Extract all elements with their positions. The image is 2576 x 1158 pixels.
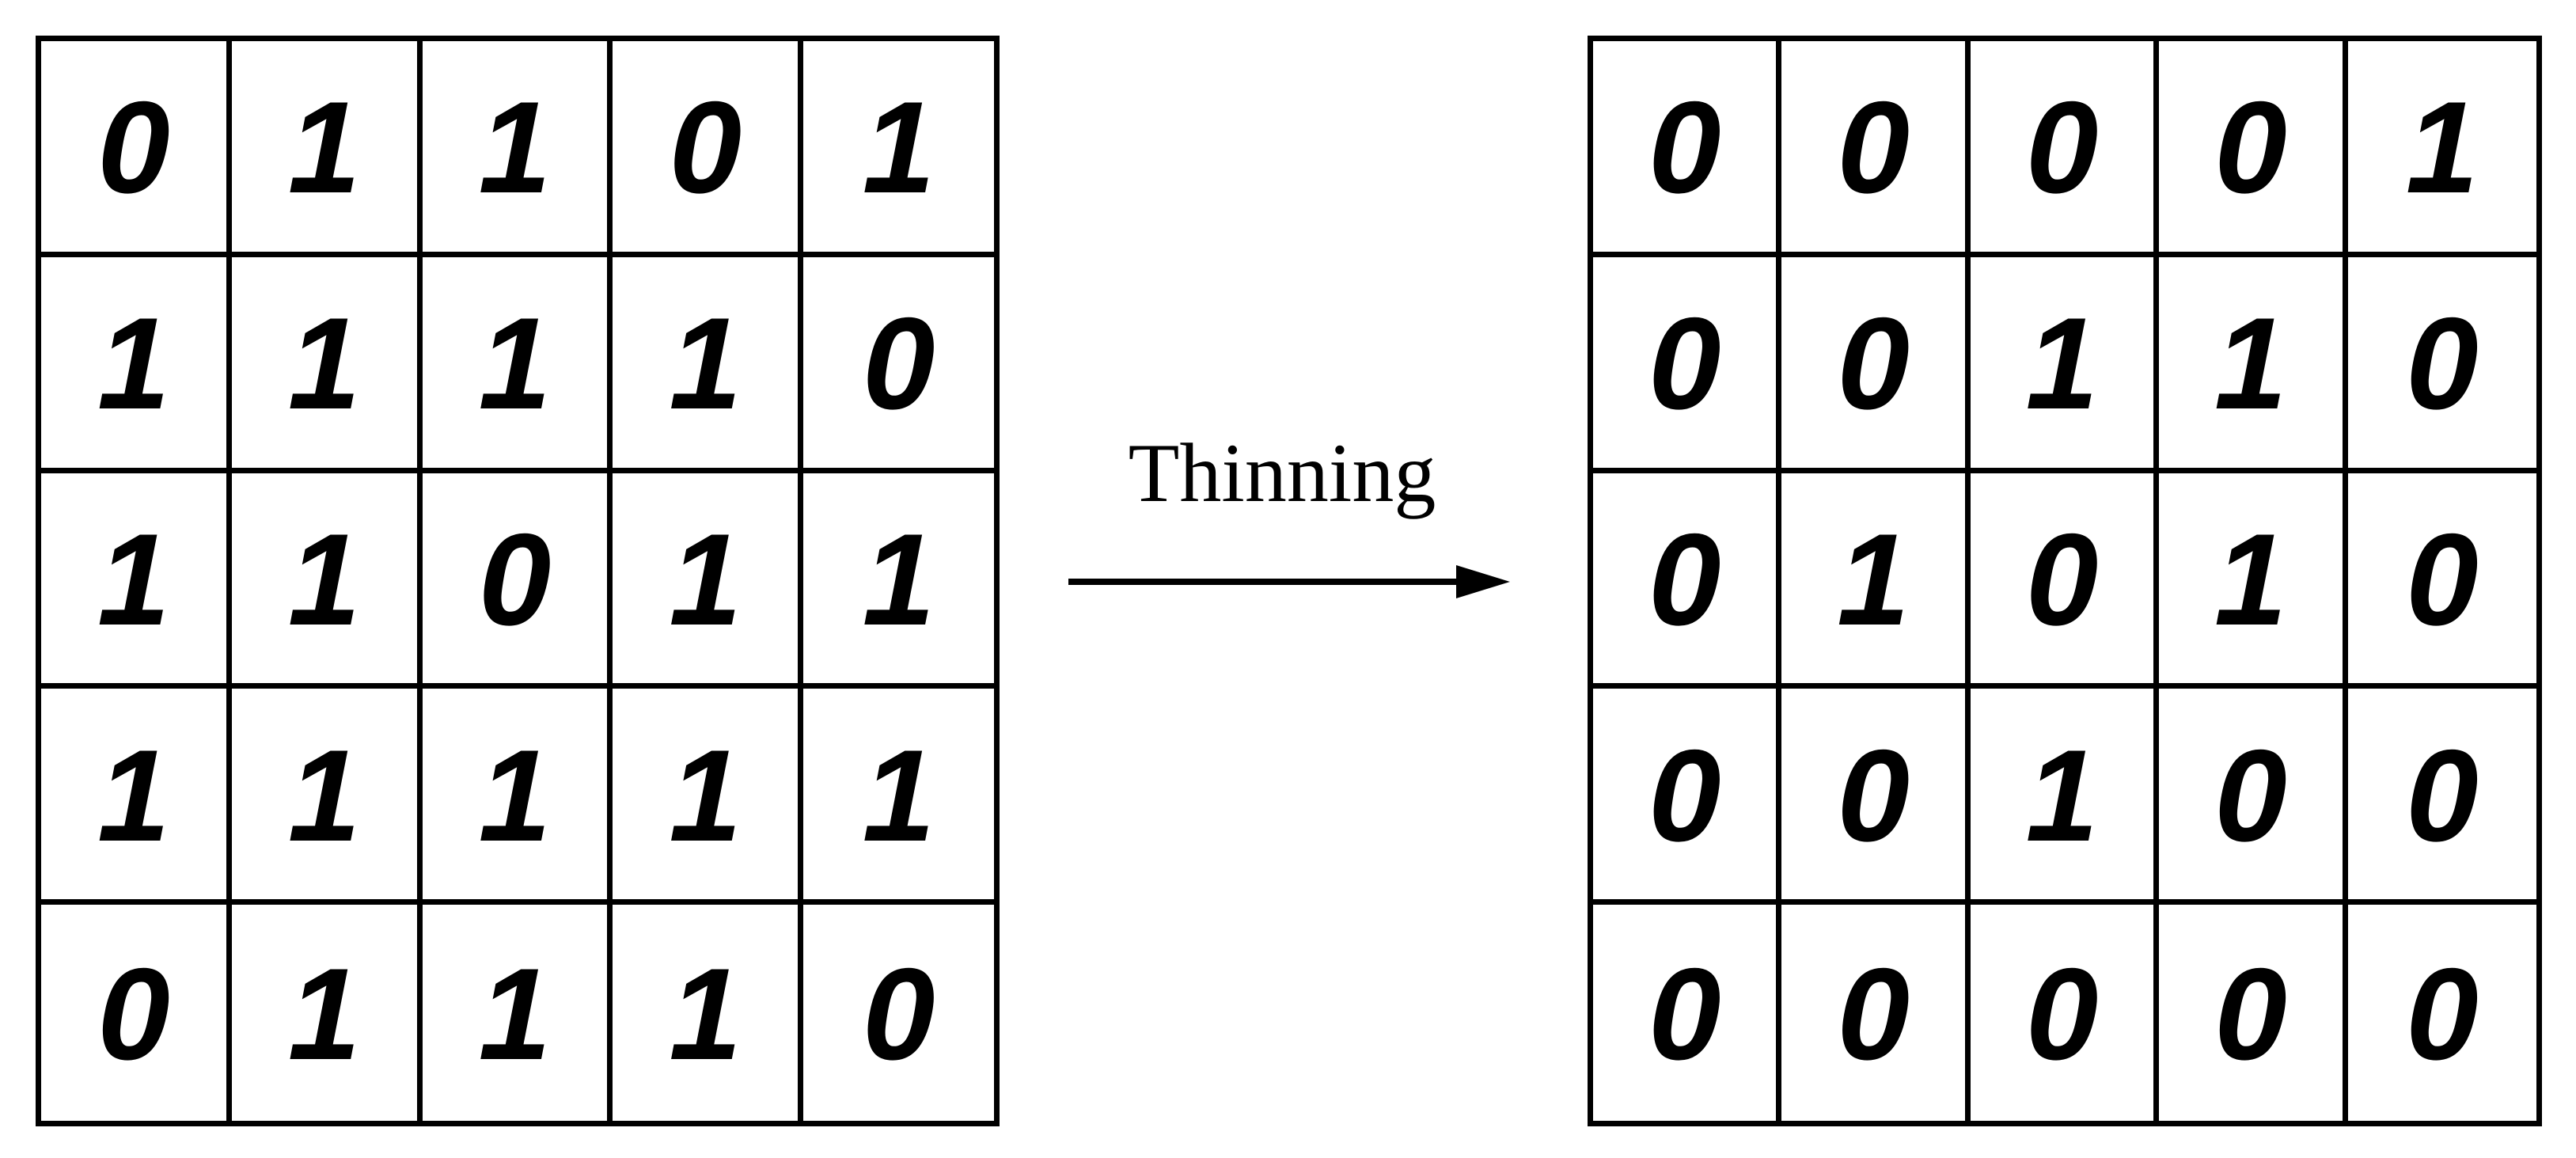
matrix-cell: 0 (2159, 905, 2348, 1121)
matrix-cell: 0 (1781, 689, 1971, 906)
matrix-cell: 0 (803, 257, 994, 473)
matrix-cell: 0 (2159, 689, 2348, 906)
matrix-cell: 0 (2159, 41, 2348, 257)
matrix-cell: 1 (2159, 473, 2348, 689)
matrix-cell: 0 (1781, 41, 1971, 257)
matrix-cell: 1 (803, 41, 994, 257)
matrix-cell: 0 (1593, 256, 1782, 473)
matrix-cell: 0 (2405, 941, 2479, 1088)
right-arrow-icon (1068, 565, 1510, 598)
matrix-cell: 1 (231, 41, 423, 257)
matrix-cell: 0 (1970, 41, 2160, 257)
matrix-cell: 1 (2159, 256, 2348, 473)
matrix-cell: 1 (231, 473, 423, 689)
matrix-cell: 1 (422, 41, 613, 257)
matrix-cell: 0 (1593, 473, 1782, 689)
matrix-cell: 1 (232, 905, 423, 1121)
matrix-cell: 1 (1970, 256, 2160, 473)
operation-label: Thinning (1128, 427, 1436, 519)
matrix-cell: 1 (803, 473, 994, 689)
matrix-cell: 0 (2347, 689, 2536, 906)
matrix-cell: 0 (1781, 905, 1971, 1121)
matrix-cell: 0 (1593, 41, 1782, 257)
matrix-cell: 1 (41, 256, 232, 473)
matrix-cell: 0 (613, 41, 804, 257)
matrix-cell: 1 (613, 689, 804, 906)
matrix-cell: 0 (862, 941, 935, 1088)
matrix-cell: 1 (803, 689, 994, 906)
matrix-cell: 1 (231, 689, 423, 906)
matrix-cell: 1 (613, 905, 804, 1121)
matrix-cell: 0 (2347, 473, 2536, 689)
matrix-cell: 0 (2347, 257, 2536, 473)
matrix-cell: 0 (41, 905, 232, 1121)
matrix-cell: 0 (1593, 689, 1782, 906)
matrix-cell: 0 (41, 41, 232, 257)
matrix-cell: 0 (1970, 473, 2160, 689)
matrix-cell: 0 (1593, 905, 1782, 1121)
matrix-cell: 1 (41, 689, 232, 906)
matrix-cell: 1 (613, 256, 804, 473)
matrix-cell: 1 (422, 256, 613, 473)
matrix-cell: 1 (231, 256, 423, 473)
matrix-cell: 1 (1781, 473, 1971, 689)
matrix-cell: 1 (2347, 41, 2536, 257)
matrix-cell: 1 (423, 905, 613, 1121)
matrix-cell: 0 (1781, 256, 1971, 473)
matrix-cell: 0 (1971, 905, 2160, 1121)
matrix-cell: 1 (422, 689, 613, 906)
matrix-cell: 1 (1970, 689, 2160, 906)
matrix-cell: 1 (41, 473, 232, 689)
matrix-cell: 1 (613, 473, 804, 689)
matrix-cell: 0 (422, 473, 613, 689)
